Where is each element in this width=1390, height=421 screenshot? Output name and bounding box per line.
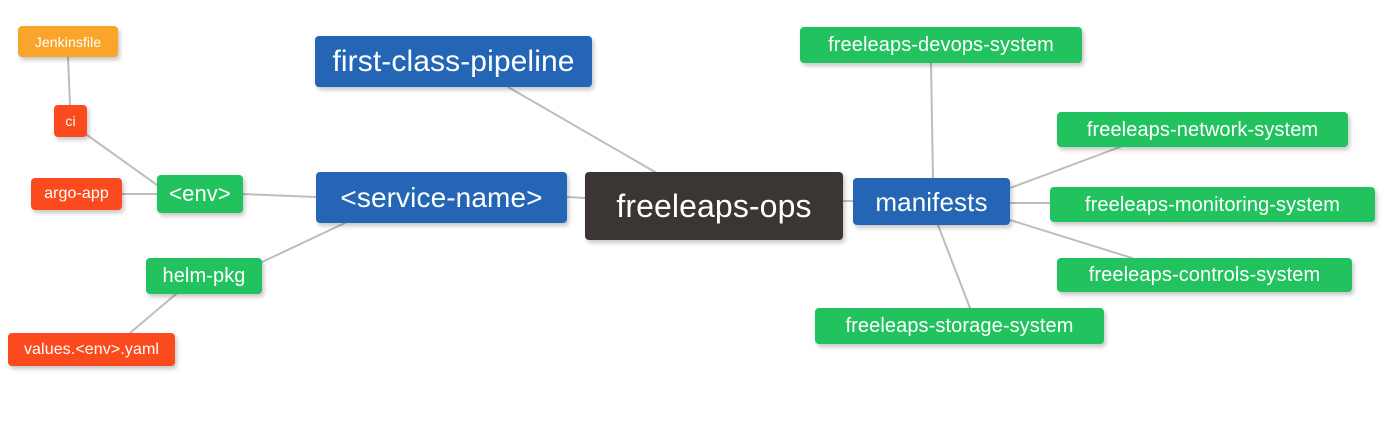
node-freeleaps-storage-system[interactable]: freeleaps-storage-system [815, 308, 1104, 344]
node-argo-app[interactable]: argo-app [31, 178, 122, 210]
node-freeleaps-network-system[interactable]: freeleaps-network-system [1057, 112, 1348, 147]
edge-env-to-service-name [242, 193, 317, 198]
node-helm-pkg[interactable]: helm-pkg [146, 258, 262, 294]
node-service-name[interactable]: <service-name> [316, 172, 567, 223]
node-ci[interactable]: ci [54, 105, 87, 137]
node-env[interactable]: <env> [157, 175, 243, 213]
edge-first-class-pipeline-to-freeleaps-ops [507, 86, 656, 173]
edge-helm-pkg-to-values-yaml [129, 293, 177, 334]
edge-service-name-to-helm-pkg [261, 222, 346, 263]
edge-manifests-to-freeleaps-controls-system [1009, 219, 1133, 259]
node-first-class-pipeline[interactable]: first-class-pipeline [315, 36, 592, 87]
edge-manifests-to-freeleaps-devops-system [930, 62, 934, 179]
edge-ci-to-env [86, 134, 158, 186]
node-jenkinsfile[interactable]: Jenkinsfile [18, 26, 118, 57]
node-freeleaps-devops-system[interactable]: freeleaps-devops-system [800, 27, 1082, 63]
edge-jenkinsfile-to-ci [67, 56, 71, 106]
node-manifests[interactable]: manifests [853, 178, 1010, 225]
edge-service-name-to-freeleaps-ops [566, 196, 586, 199]
node-values-yaml[interactable]: values.<env>.yaml [8, 333, 175, 366]
node-freeleaps-monitoring-system[interactable]: freeleaps-monitoring-system [1050, 187, 1375, 222]
node-freeleaps-ops[interactable]: freeleaps-ops [585, 172, 843, 240]
edge-manifests-to-freeleaps-network-system [1009, 146, 1121, 189]
edge-manifests-to-freeleaps-storage-system [937, 224, 971, 309]
node-freeleaps-controls-system[interactable]: freeleaps-controls-system [1057, 258, 1352, 292]
